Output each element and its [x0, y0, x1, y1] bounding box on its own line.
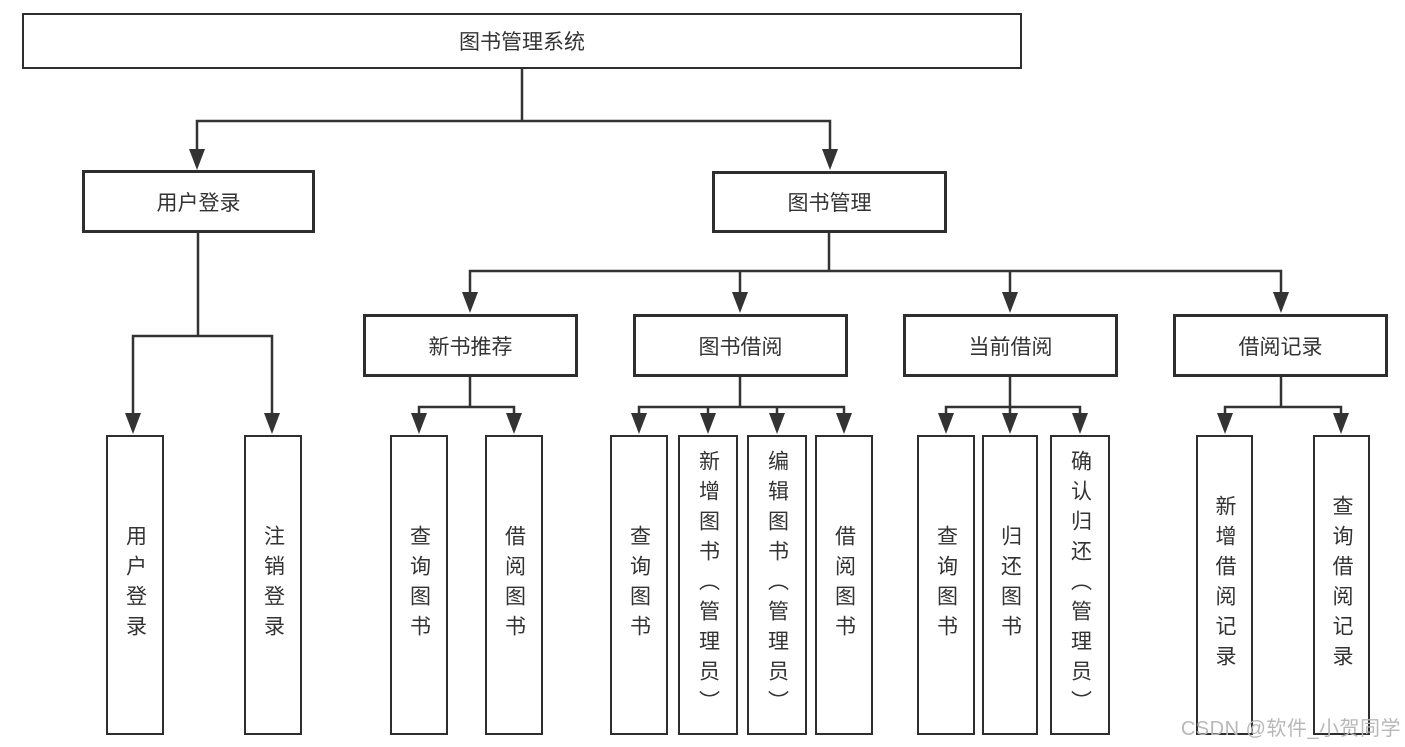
leaf-add-borrow-record: 新增借阅记录 — [1196, 435, 1253, 735]
node-label: 归还图书 — [998, 525, 1022, 645]
leaf-query-books: 查询图书 — [390, 435, 448, 735]
leaf-user-login: 用户登录 — [106, 435, 164, 735]
leaf-confirm-return-admin: 确认归还（管理员） — [1050, 435, 1110, 735]
leaf-return-books: 归还图书 — [982, 435, 1038, 735]
leaf-logout: 注销登录 — [244, 435, 302, 735]
csdn-watermark: CSDN @软件_小贺同学 — [1180, 718, 1401, 740]
node-label: 查询图书 — [934, 525, 958, 645]
node-label: 图书管理 — [787, 192, 872, 215]
node-new-book-recommendation: 新书推荐 — [363, 314, 578, 377]
node-label: 用户登录 — [156, 191, 241, 215]
leaf-borrow-books: 借阅图书 — [485, 435, 543, 735]
node-book-management: 图书管理 — [712, 171, 947, 233]
leaf-query-books: 查询图书 — [610, 435, 668, 735]
leaf-edit-books-admin: 编辑图书（管理员） — [747, 435, 807, 735]
node-user-login: 用户登录 — [82, 170, 315, 233]
arrowheads — [125, 149, 1349, 434]
node-label: 查询借阅记录 — [1330, 495, 1353, 675]
node-label: 新增图书（管理员） — [696, 450, 720, 720]
leaf-borrow-books: 借阅图书 — [815, 435, 873, 735]
node-current-borrowing: 当前借阅 — [903, 314, 1118, 377]
node-label: 查询图书 — [627, 525, 651, 645]
node-library-management-system: 图书管理系统 — [22, 13, 1022, 69]
node-borrowing-records: 借阅记录 — [1173, 314, 1388, 377]
node-label: 新书推荐 — [428, 335, 513, 359]
node-label: 借阅图书 — [502, 525, 526, 645]
node-label: 当前借阅 — [968, 335, 1053, 359]
leaf-query-borrow-record: 查询借阅记录 — [1313, 435, 1370, 735]
node-label: 新增借阅记录 — [1213, 495, 1236, 675]
node-book-borrowing: 图书借阅 — [633, 314, 848, 377]
node-label: 用户登录 — [123, 525, 147, 645]
node-label: 图书管理系统 — [459, 31, 585, 54]
leaf-add-books-admin: 新增图书（管理员） — [678, 435, 738, 735]
node-label: 图书借阅 — [698, 335, 783, 359]
node-label: 借阅记录 — [1238, 335, 1323, 359]
node-label: 编辑图书（管理员） — [765, 450, 789, 720]
node-label: 注销登录 — [261, 525, 285, 645]
leaf-query-books: 查询图书 — [917, 435, 975, 735]
node-label: 借阅图书 — [832, 525, 856, 645]
node-label: 确认归还（管理员） — [1068, 450, 1092, 720]
node-label: 查询图书 — [407, 525, 431, 645]
